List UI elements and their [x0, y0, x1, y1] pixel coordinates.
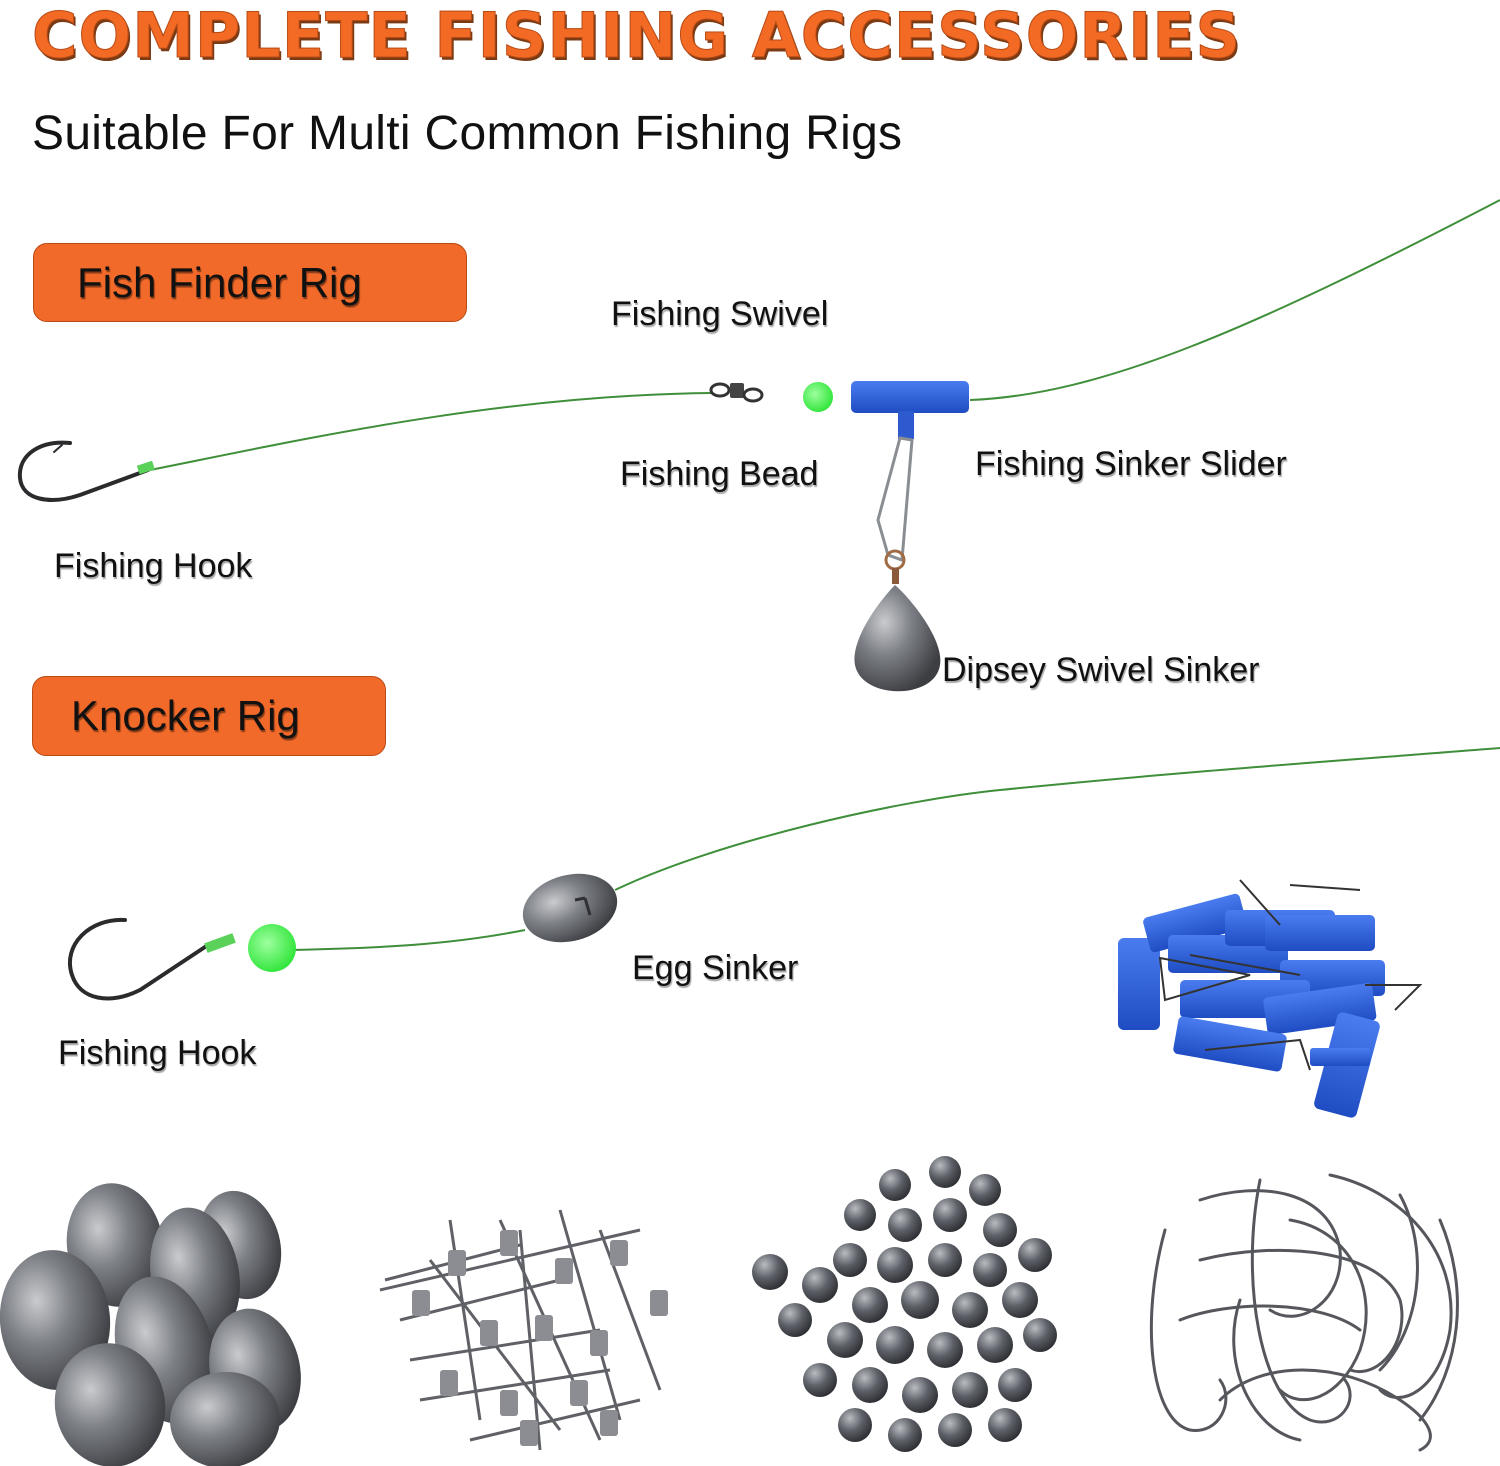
label-fishing-sinker-slider: Fishing Sinker Slider	[975, 445, 1287, 483]
page-subtitle: Suitable For Multi Common Fishing Rigs	[32, 107, 903, 160]
label-egg-sinker: Egg Sinker	[632, 949, 799, 987]
fish-finder-line	[149, 199, 1500, 471]
label-fishing-swivel: Fishing Swivel	[611, 295, 829, 333]
fishing-bead-2-icon	[248, 924, 296, 972]
snap-clip-icon	[876, 436, 914, 563]
fish-finder-rig-title: Fish Finder Rig	[77, 258, 362, 306]
label-fishing-hook: Fishing Hook	[54, 547, 253, 585]
split-shot-pile-icon	[752, 1156, 1057, 1452]
hook-pile-icon	[1149, 1173, 1459, 1452]
fishing-bead-icon	[803, 382, 833, 412]
sinker-slider-icon	[851, 381, 969, 439]
sinker-slider-pile-icon	[1118, 893, 1385, 1118]
knocker-rig-badge: Knocker Rig	[32, 676, 386, 756]
fish-finder-rig-badge: Fish Finder Rig	[33, 243, 467, 322]
label-fishing-bead: Fishing Bead	[620, 455, 819, 493]
knocker-line	[289, 747, 1500, 951]
fishing-hook-icon	[17, 440, 150, 502]
dipsey-sinker-icon	[854, 585, 941, 692]
egg-sinker-pile-icon	[0, 1183, 301, 1466]
fishing-hook-2-icon	[68, 917, 210, 1001]
label-dipsey-swivel-sinker: Dipsey Swivel Sinker	[942, 651, 1260, 689]
fishing-swivel-icon	[709, 382, 764, 403]
egg-sinker-icon	[522, 873, 618, 943]
page-title: COMPLETE FISHING ACCESSORIES	[31, 0, 1242, 72]
knocker-rig-title: Knocker Rig	[71, 692, 300, 739]
label-fishing-hook-2: Fishing Hook	[58, 1034, 257, 1072]
